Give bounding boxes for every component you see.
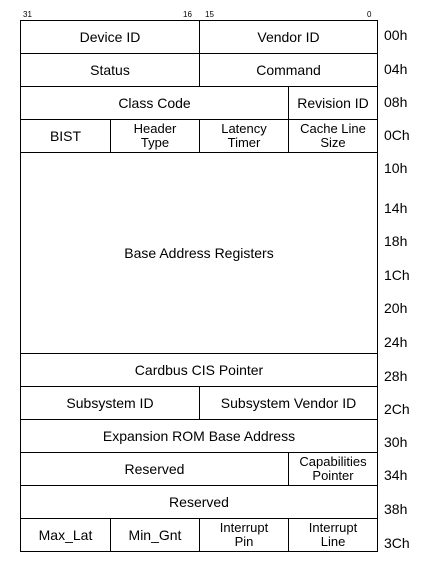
register-row-38h: Reserved: [19, 485, 379, 519]
offset-label: 08h: [384, 94, 408, 110]
field-expansion-rom-base-address: Expansion ROM Base Address: [19, 419, 379, 453]
offset-label: 04h: [384, 61, 408, 77]
field-subsystem-id: Subsystem ID: [20, 386, 200, 420]
offset-label: 00h: [384, 27, 408, 43]
field-class-code: Class Code: [20, 86, 289, 120]
offset-label: 30h: [384, 434, 408, 450]
field-min-gnt: Min_Gnt: [110, 518, 200, 552]
field-revision-id: Revision ID: [287, 86, 379, 120]
offset-label: 1Ch: [384, 267, 410, 283]
field-reserved-38h: Reserved: [19, 485, 379, 519]
register-row-04h: Status Command: [20, 53, 379, 87]
offset-label: 20h: [384, 300, 408, 316]
register-row-30h: Expansion ROM Base Address: [19, 419, 379, 453]
offset-label: 18h: [384, 233, 408, 249]
offset-label: 38h: [384, 501, 408, 517]
offset-label: 14h: [384, 200, 408, 216]
field-status: Status: [20, 53, 200, 87]
offset-label: 0Ch: [384, 127, 410, 143]
pci-config-header-table: Device ID Vendor ID Status Command Class…: [19, 20, 379, 552]
offset-label: 10h: [384, 160, 408, 176]
field-base-address-registers: Base Address Registers: [19, 152, 379, 354]
offset-label: 24h: [384, 334, 408, 350]
field-bist: BIST: [20, 119, 111, 153]
field-vendor-id: Vendor ID: [198, 20, 379, 54]
bit-label-31: 31: [23, 10, 32, 19]
field-device-id: Device ID: [20, 20, 200, 54]
bit-label-0: 0: [367, 10, 372, 19]
register-row-2ch: Subsystem ID Subsystem Vendor ID: [20, 386, 379, 420]
offset-label: 34h: [384, 467, 408, 483]
offset-label: 28h: [384, 368, 408, 384]
offset-label: 3Ch: [384, 535, 410, 551]
register-row-28h: Cardbus CIS Pointer: [19, 353, 379, 387]
bit-label-16: 16: [183, 10, 192, 19]
offset-label: 2Ch: [384, 401, 410, 417]
bit-label-15: 15: [205, 10, 214, 19]
register-row-08h: Class Code Revision ID: [20, 86, 379, 120]
field-reserved-34h: Reserved: [20, 452, 289, 486]
register-row-10h-24h: Base Address Registers: [19, 152, 379, 354]
register-row-00h: Device ID Vendor ID: [20, 20, 379, 54]
field-cardbus-cis-pointer: Cardbus CIS Pointer: [19, 353, 379, 387]
field-max-lat: Max_Lat: [20, 518, 111, 552]
field-subsystem-vendor-id: Subsystem Vendor ID: [198, 386, 379, 420]
field-command: Command: [198, 53, 379, 87]
